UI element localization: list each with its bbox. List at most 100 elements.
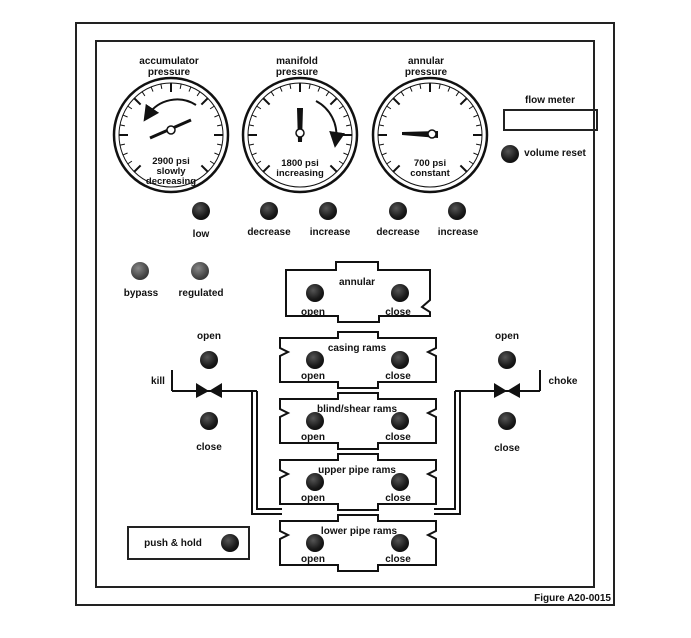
lower-pipe-close-label: close <box>385 554 411 565</box>
gauge-tick <box>289 83 292 90</box>
kill-valve-icon[interactable] <box>196 383 222 398</box>
gauge-tick <box>256 160 262 165</box>
low-label: low <box>192 229 210 240</box>
annular-close-button[interactable] <box>391 284 409 302</box>
accumulator-reading: 2900 psi <box>152 156 190 167</box>
gauge-tick <box>455 91 460 97</box>
push-hold-button[interactable] <box>221 534 239 552</box>
blind-shear-close-label: close <box>385 432 411 443</box>
gauge-tick <box>329 164 338 173</box>
gauge-tick <box>279 86 283 92</box>
regulated-label: regulated <box>178 288 224 299</box>
manifold-increase-button[interactable] <box>319 202 337 220</box>
stack-upper-pipe-title: upper pipe rams <box>318 465 396 476</box>
gauge-tick <box>160 83 163 90</box>
low-button[interactable] <box>192 202 210 220</box>
gauge-tick <box>447 86 451 92</box>
gauge-tick <box>419 83 422 90</box>
gauge-tick <box>409 86 413 92</box>
blind-shear-open-label: open <box>301 432 325 443</box>
gauge-tick <box>133 97 142 106</box>
annular-increase-button[interactable] <box>448 202 466 220</box>
gauge-tick <box>473 152 479 156</box>
blind-shear-close-button[interactable] <box>391 412 409 430</box>
stack-annular-title: annular <box>338 277 376 288</box>
gauge-tick <box>343 152 349 156</box>
gauge-tick <box>468 160 474 165</box>
kill-open-button[interactable] <box>200 351 218 369</box>
bypass-button[interactable] <box>131 262 149 280</box>
gauge-tick <box>127 105 133 110</box>
casing-rams-open-label: open <box>301 371 325 382</box>
gauge-tick <box>214 152 220 156</box>
lower-pipe-close-button[interactable] <box>391 534 409 552</box>
regulated-button[interactable] <box>191 262 209 280</box>
choke-open-button[interactable] <box>498 351 516 369</box>
gauge-tick <box>251 152 257 156</box>
annular-decrease-button[interactable] <box>389 202 407 220</box>
gauge-tick <box>188 86 192 92</box>
gauge-tick <box>468 105 474 110</box>
gauge-tick <box>179 83 182 90</box>
gauge-tick <box>251 114 257 118</box>
lower-pipe-open-button[interactable] <box>306 534 324 552</box>
manifold-increase-label: increase <box>309 227 351 238</box>
gauge-tick <box>338 105 344 110</box>
stack-casing-rams-title: casing rams <box>327 343 387 354</box>
gauge-tick <box>141 91 146 97</box>
gauge-tick <box>459 97 468 106</box>
gauge-tick <box>459 164 468 173</box>
choke-valve-icon[interactable] <box>494 383 520 398</box>
gauge-tick <box>196 91 201 97</box>
gauge-tick <box>248 124 255 127</box>
gauge-tick <box>262 97 271 106</box>
gauge-tick <box>438 83 441 90</box>
choke-line <box>434 370 541 515</box>
gauge-tick <box>345 143 352 146</box>
casing-rams-open-button[interactable] <box>306 351 324 369</box>
stack-blind-shear-title: blind/shear rams <box>316 404 398 415</box>
flow-meter-display <box>503 109 598 131</box>
outer-frame <box>75 22 615 606</box>
annular-open-button[interactable] <box>306 284 324 302</box>
manifold-decrease-label: decrease <box>247 227 291 238</box>
casing-rams-close-label: close <box>385 371 411 382</box>
gauge-tick <box>317 86 321 92</box>
gauge-tick <box>386 160 392 165</box>
annular-increase-label: increase <box>437 227 479 238</box>
gauge-tick <box>400 91 405 97</box>
gauge-tick <box>378 143 385 146</box>
manifold-needle <box>295 100 346 148</box>
blind-shear-open-button[interactable] <box>306 412 324 430</box>
gauge-tick <box>248 143 255 146</box>
flow-meter-title: flow meter <box>524 95 576 106</box>
gauge-tick <box>386 105 392 110</box>
upper-pipe-open-label: open <box>301 493 325 504</box>
accumulator-needle <box>143 98 197 140</box>
gauge-tick <box>127 160 133 165</box>
annular-status: constant <box>410 168 450 179</box>
gauge-tick <box>214 114 220 118</box>
kill-close-label: close <box>196 442 222 453</box>
bop-stack <box>279 261 437 572</box>
upper-pipe-close-button[interactable] <box>391 473 409 491</box>
gauge-tick <box>133 164 142 173</box>
kill-close-button[interactable] <box>200 412 218 430</box>
push-hold-label: push & hold <box>144 538 202 549</box>
casing-rams-close-button[interactable] <box>391 351 409 369</box>
manifold-decrease-button[interactable] <box>260 202 278 220</box>
choke-close-button[interactable] <box>498 412 516 430</box>
upper-pipe-close-label: close <box>385 493 411 504</box>
gauge-tick <box>475 124 482 127</box>
gauge-tick <box>343 114 349 118</box>
control-panel <box>95 40 595 588</box>
bypass-label: bypass <box>123 288 159 299</box>
gauge-tick <box>308 83 311 90</box>
gauge-tick <box>262 164 271 173</box>
gauge-tick <box>475 143 482 146</box>
figure-label: Figure A20-0015 <box>534 593 611 604</box>
upper-pipe-open-button[interactable] <box>306 473 324 491</box>
volume-reset-button[interactable] <box>501 145 519 163</box>
